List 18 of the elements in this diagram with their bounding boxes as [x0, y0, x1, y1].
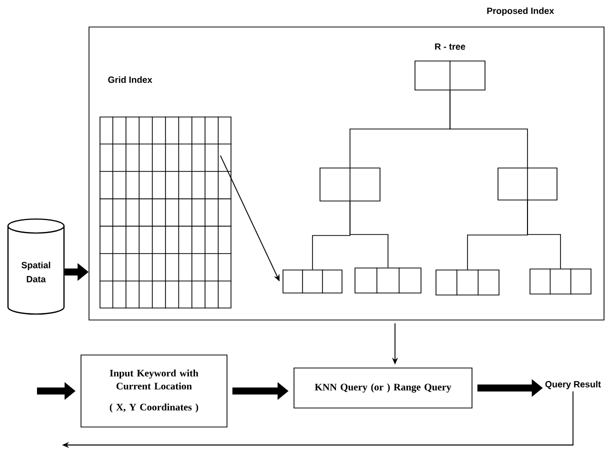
tree-node	[320, 167, 380, 202]
process-box: Input Keyword with Current Location ( X, Y Coordinates )	[80, 354, 228, 428]
grid-index: Grid Index	[99, 76, 232, 309]
output-label: Query Result	[545, 380, 601, 390]
tree-node: R - tree	[414, 43, 486, 91]
tree-node	[282, 269, 342, 294]
node-label: Proposed Index	[487, 7, 554, 16]
connector-line	[350, 201, 388, 268]
tree-node	[436, 269, 500, 296]
tree-node	[354, 267, 422, 294]
connector-line	[527, 200, 561, 269]
connector-line	[450, 90, 528, 168]
tree-node	[498, 167, 558, 201]
tree-node	[530, 268, 592, 295]
process-box: KNN Query (or ) Range Query	[294, 368, 472, 408]
node-label: R - tree	[435, 43, 466, 50]
database-cylinder: Spatial Data	[7, 218, 65, 315]
node-label: Grid Index	[108, 76, 152, 83]
